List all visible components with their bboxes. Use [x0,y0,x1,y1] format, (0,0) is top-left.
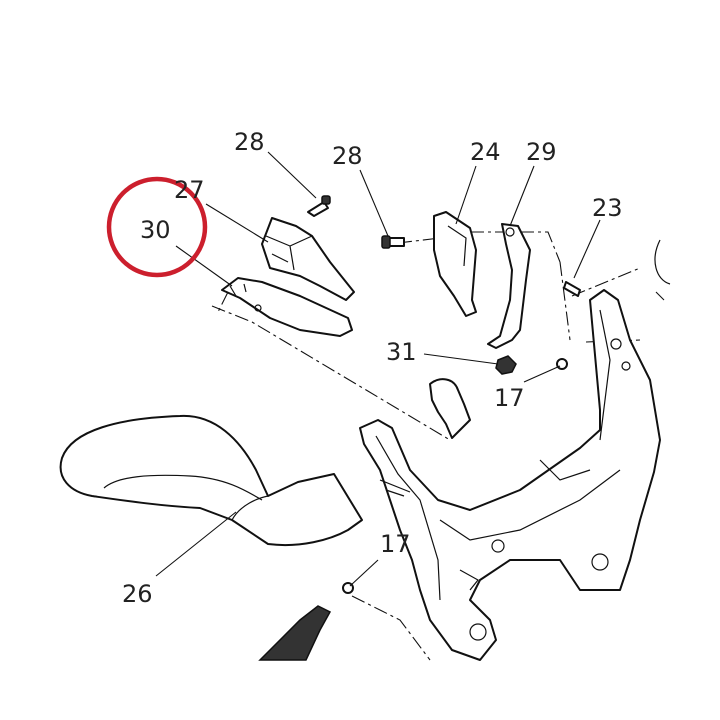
callout-30: 30 [140,216,171,244]
leader-lines [155,151,601,587]
callout-27: 27 [174,176,205,204]
callout-26: 26 [122,580,153,608]
callout-23: 23 [592,194,623,222]
part-23-screw [563,281,581,297]
callout-28-left: 28 [234,128,265,156]
part-29-strut [487,223,531,349]
part-24-side-cover [433,211,477,317]
right-edge-fragment [654,239,671,301]
callout-24: 24 [470,138,501,166]
callout-labels: 28 28 24 29 23 27 30 31 17 17 26 [122,128,623,608]
callout-17-upper: 17 [494,384,525,412]
callout-29: 29 [526,138,557,166]
dark-panel-fragment [258,605,332,661]
part-30-bracket-plate [221,277,353,337]
part-26-seat [59,414,363,547]
callout-17-lower: 17 [380,530,411,558]
main-frame [359,289,661,661]
highlight-ring [106,176,208,278]
callout-31: 31 [386,338,417,366]
part-31-nut [495,355,517,375]
part-28-bolts [307,195,405,249]
part-27-mount-block [261,217,355,301]
callout-28-right: 28 [332,142,363,170]
